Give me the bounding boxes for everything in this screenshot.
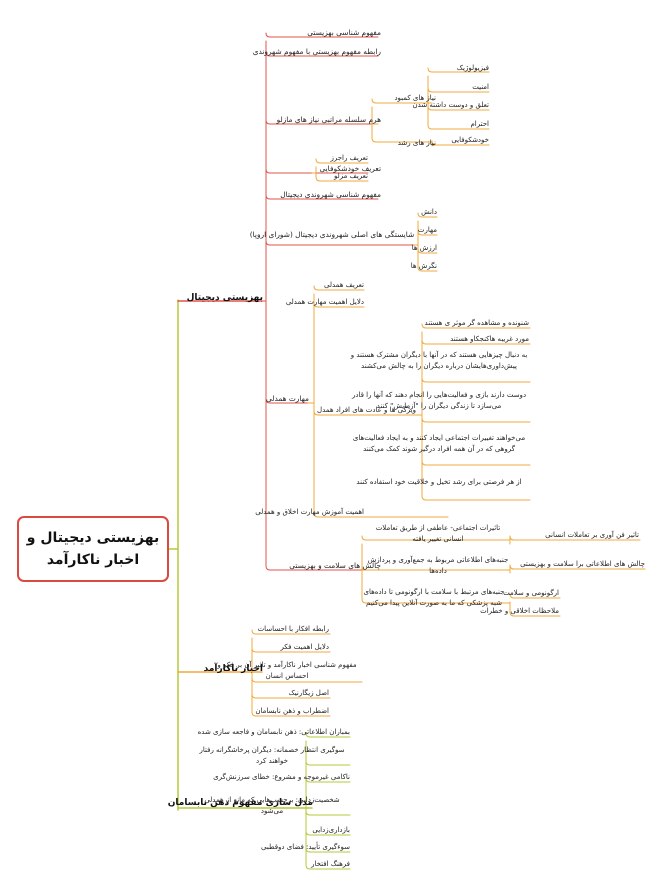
node-zeigarnik[interactable]: اصل زیگارنیک (288, 689, 329, 697)
node-empathic-traits[interactable]: ویژگی ها و عادت های افراد همدل (317, 406, 416, 414)
node-empathy-def[interactable]: تعریف همدلی (324, 281, 364, 289)
branch-elbow (265, 194, 271, 200)
branch-disordered-mind[interactable]: مدل سازی مفهوم ذهن نابسامان (167, 798, 313, 808)
node-trait-social-change[interactable]: می‌خواهند تغییرات اجتماعی ایجاد کنند و ب… (352, 434, 526, 453)
branch-elbow (315, 176, 321, 182)
node-values[interactable]: ارزش ها (411, 244, 437, 252)
node-growth-needs[interactable]: نیاز های رشد (397, 139, 436, 147)
node-physiological[interactable]: فیزیولوژیک (456, 64, 489, 72)
node-tech-impact[interactable]: تاثیر فن آوری بر تعاملات انسانی (545, 531, 639, 539)
branch-elbow (421, 339, 427, 345)
branch-elbow (421, 460, 427, 466)
node-esteem[interactable]: احترام (470, 120, 489, 128)
node-rogers-def[interactable]: تعریف راجرز (330, 154, 368, 162)
branch-dysfunctional-news[interactable]: اخبار ناکارآمد (203, 664, 263, 674)
node-knowledge[interactable]: دانش (421, 208, 437, 216)
node-news-concept[interactable]: مفهوم شناسی اخبار ناکارآمد و تاثیر آن بر… (217, 661, 357, 680)
branch-digital-wellbeing[interactable]: بهزیستی دیجیتال (186, 293, 263, 303)
node-core-competencies[interactable]: شایستگی های اصلی شهروندی دیجیتال (شورای … (249, 230, 415, 239)
node-hostile-bias[interactable]: سوگیری انتظار خصمانه: دیگران پرخاشگرانه … (199, 746, 345, 765)
branch-elbow (265, 168, 271, 174)
node-belonging[interactable]: تعلق و دوست داشته شدن (412, 101, 489, 109)
node-trait-curious[interactable]: مورد غریبه هاکنجکاو هستند (450, 335, 529, 343)
node-trait-listener[interactable]: شنونده و مشاهده گر موثر ی هستند (424, 319, 529, 327)
branch-elbow (251, 647, 257, 653)
node-trait-imagination[interactable]: از هر فرصتی برای رشد تخیل و خلاقیت خود ا… (356, 478, 522, 486)
branch-elbow (265, 119, 271, 125)
node-info-challenges[interactable]: چالش های اطلاعاتی برا سلامت و بهزیستی (520, 560, 645, 568)
node-wellbeing-citizenship[interactable]: رابطه مفهوم بهزیستی با مفهوم شهروندی (252, 47, 381, 56)
node-disinhibition[interactable]: بازداری‌زدایی (312, 826, 350, 834)
branch-elbow (371, 98, 377, 104)
branch-elbow (305, 864, 311, 870)
branch-elbow (265, 565, 271, 571)
branch-elbow (427, 67, 433, 73)
node-maslow-pyramid[interactable]: هرم سلسله مراتبی نیاز های مازلو (276, 115, 381, 124)
branch-elbow (361, 535, 367, 541)
branch-elbow (421, 377, 427, 383)
branch-elbow (265, 32, 271, 38)
branch-elbow (427, 124, 433, 130)
node-empathy-skill[interactable]: مهارت همدلی (266, 394, 309, 403)
branch-elbow (251, 629, 257, 635)
node-ergonomics-health[interactable]: ارگونومی و سلامت (503, 589, 559, 597)
branch-elbow (251, 693, 257, 699)
node-frustration[interactable]: ناکامی غیرموجه و مشروع: خطای سرزنش‌گری (213, 773, 350, 781)
root-node[interactable]: بهزیستی دیجیتال و اخبار ناکارآمد (17, 516, 169, 582)
node-self-actualization[interactable]: خودشکوفایی (451, 136, 489, 144)
node-social-emotional[interactable]: تاثیرات اجتماعی- عاطفی از طریق تعاملات ا… (375, 524, 501, 543)
node-thoughts-emotions[interactable]: رابطه افکار با احساسات (257, 625, 329, 633)
node-wellbeing-concept[interactable]: مفهوم شناسی بهزیستی (307, 28, 381, 37)
node-thought-importance[interactable]: دلایل اهمیت فکر (280, 643, 329, 651)
branch-elbow (421, 417, 427, 423)
branch-elbow (305, 830, 311, 836)
node-info-aspects[interactable]: جنبه‌های اطلاعاتی مربوط به جمع‌آوری و پر… (367, 556, 509, 575)
branch-elbow (421, 495, 427, 501)
branch-elbow (509, 535, 515, 541)
branch-elbow (371, 137, 377, 143)
branch-elbow (313, 285, 319, 291)
node-empathy-importance[interactable]: دلایل اهمیت مهارت همدلی (285, 298, 364, 306)
branch-elbow (265, 240, 271, 246)
node-skill[interactable]: مهارت (417, 226, 437, 234)
node-trait-common-ground[interactable]: به دنبال چیزهایی هستند که در آنها با دیگ… (350, 351, 528, 370)
node-depersonalization[interactable]: شخصیت‌زدایی: برچسب‌هایی که مانع از همدلی… (204, 796, 340, 815)
node-deficiency-needs[interactable]: نیاز های کمبود (394, 94, 436, 102)
root-label: بهزیستی دیجیتال و اخبار ناکارآمد (26, 530, 160, 568)
node-digital-citizenship[interactable]: مفهوم شناسی شهروندی دیجیتال (280, 190, 381, 199)
node-honor-culture[interactable]: فرهنگ افتخار (311, 860, 350, 868)
node-confirmation-bias[interactable]: سوءگیری تأیید: فضای دوقطبی (261, 843, 350, 851)
node-ethical-risks[interactable]: ملاحظات اخلاقی و خطرات (480, 607, 559, 615)
branch-elbow (509, 564, 515, 570)
node-maslow-def[interactable]: تعریف مزلو (334, 172, 368, 180)
node-ethics-education[interactable]: اهمیت آموزش مهارت اخلاق و همدلی (255, 508, 364, 516)
node-ergonomics-aspects[interactable]: جنبه‌های مرتبط با سلامت با ارگونومی تا د… (363, 588, 505, 607)
node-health-challenges[interactable]: چالش های سلامت و بهزیستی (289, 561, 381, 570)
branch-elbow (427, 87, 433, 93)
node-self-actualization-def[interactable]: تعریف خودشکوفایی (319, 164, 381, 173)
node-info-bombardment[interactable]: بمباران اطلاعاتی: ذهن نابسامان و فاجعه س… (197, 728, 350, 736)
node-anxiety[interactable]: اضطراب و ذهن نابسامان (255, 707, 329, 715)
node-safety[interactable]: امنیت (472, 83, 489, 91)
node-trait-experience[interactable]: دوست دارند بازی و فعالیت‌هایی را انجام د… (351, 391, 527, 410)
node-attitudes[interactable]: نگرش ها (410, 262, 437, 270)
